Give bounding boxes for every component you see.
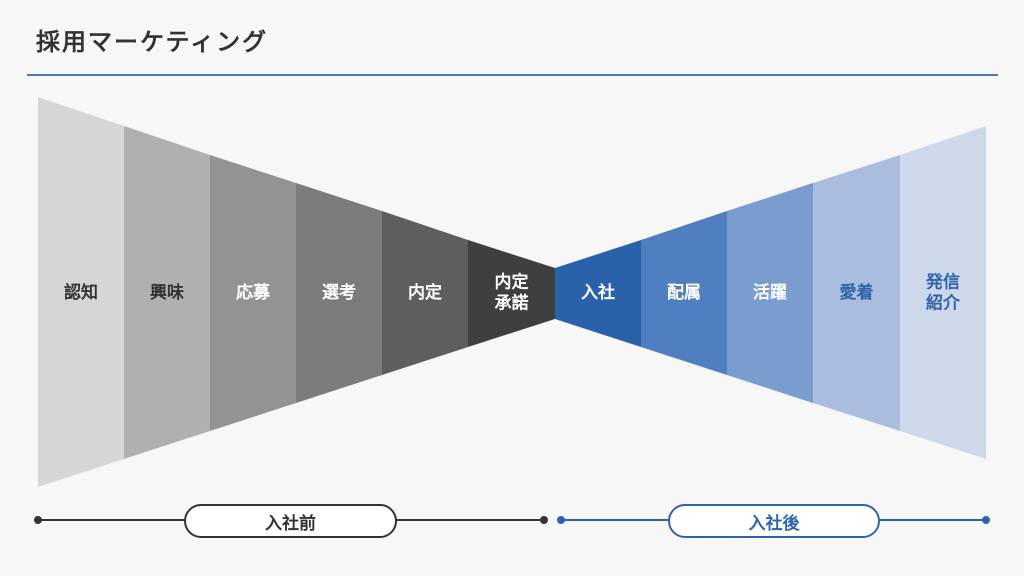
stage-segment-9	[727, 183, 813, 403]
stage-label-10: 愛着	[840, 282, 874, 303]
stage-segment-11	[900, 126, 986, 459]
stage-label-3: 応募	[236, 282, 271, 303]
stage-segment-6	[468, 240, 555, 347]
phase-after-joining-label: 入社後	[668, 504, 880, 538]
stage-label-9: 活躍	[753, 282, 787, 303]
page-title: 採用マーケティング	[36, 28, 269, 56]
stage-label-4: 選考	[322, 282, 356, 303]
stage-label-6-line-2: 承諾	[495, 293, 529, 314]
title-divider	[27, 74, 998, 76]
stage-segment-1	[38, 97, 124, 487]
phase-before-joining-label: 入社前	[184, 504, 397, 538]
stage-segment-8	[641, 211, 727, 375]
timeline-after-end-dot	[982, 516, 990, 524]
stage-segment-10	[813, 155, 900, 431]
stage-segment-5	[382, 211, 468, 375]
stage-segment-2	[124, 126, 210, 459]
stage-label-5: 内定	[408, 282, 442, 303]
stage-segment-3	[210, 155, 296, 431]
timeline-before-end-dot	[540, 516, 548, 524]
timeline-before-start-dot	[34, 516, 42, 524]
stage-label-11-line-1: 発信	[925, 272, 960, 293]
timeline-after-start-dot	[557, 516, 565, 524]
stage-segment-7	[555, 240, 641, 347]
stage-label-1: 認知	[64, 282, 98, 303]
stage-label-6-line-1: 内定	[495, 272, 529, 293]
stage-label-11-line-2: 紹介	[926, 293, 961, 314]
stage-segment-4	[296, 183, 382, 403]
stage-label-2: 興味	[150, 282, 184, 303]
stage-label-8: 配属	[667, 283, 701, 303]
stage-label-7: 入社	[581, 282, 615, 303]
